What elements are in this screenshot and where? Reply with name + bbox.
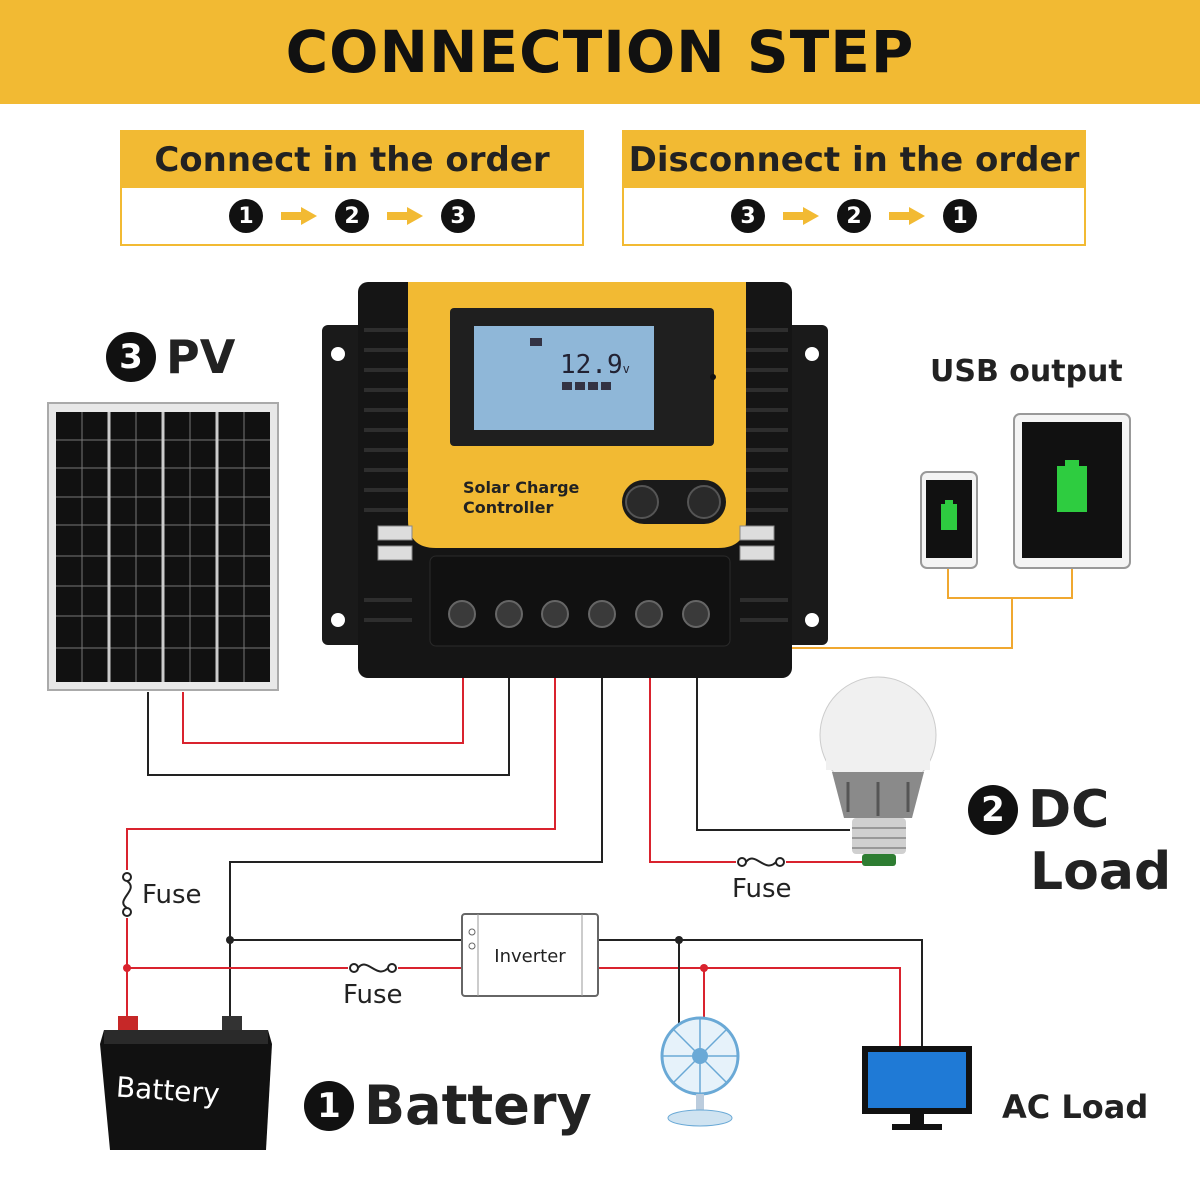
tablet-icon [1013,413,1131,569]
page-title: CONNECTION STEP [285,18,915,86]
usb-output-label: USB output [930,354,1123,389]
dc-load-label-line2: Load [1030,842,1172,902]
connect-order-box: Connect in the order 1 2 3 [120,130,584,246]
lcd-voltage: 12.9v [560,350,630,380]
step-number: 1 [229,199,263,233]
step-number: 2 [837,199,871,233]
step-number: 2 [968,785,1018,835]
inverter-icon [461,913,599,997]
step-number: 3 [106,332,156,382]
dc-load-positive-wire [649,676,868,863]
connect-order-steps: 1 2 3 [122,188,582,244]
step-number: 1 [943,199,977,233]
connect-order-title: Connect in the order [122,132,582,188]
ac-output-black-wire [598,939,923,1048]
ac-output-red-wire [598,967,901,1048]
fan-icon [660,1016,740,1127]
arrow-right-icon [387,207,423,225]
arrow-right-icon [281,207,317,225]
fuse-icon [736,856,786,868]
battery-icon [100,1016,272,1150]
pv-positive-wire [182,676,464,744]
disconnect-order-box: Disconnect in the order 3 2 1 [622,130,1086,246]
solar-panel-icon [47,402,279,691]
arrow-right-icon [783,207,819,225]
header-banner: CONNECTION STEP [0,0,1200,104]
battery-positive-wire [126,676,556,1018]
phone-icon [920,471,978,569]
ac-load-label: AC Load [1002,1088,1149,1126]
controller-label: Solar Charge Controller [463,478,580,517]
disconnect-order-steps: 3 2 1 [624,188,1084,244]
light-bulb-icon [819,676,937,866]
battery-label: 1 Battery [304,1074,592,1137]
charge-controller-icon [322,282,828,678]
step-number: 3 [441,199,475,233]
step-number: 2 [335,199,369,233]
inverter-label: Inverter [494,946,566,967]
pv-negative-wire [147,676,510,776]
step-number: 3 [731,199,765,233]
fuse-icon [121,870,133,918]
monitor-icon [862,1046,972,1130]
dc-fuse-label: Fuse [732,874,792,904]
dc-load-label: 2 DC [968,780,1109,840]
inverter-fuse-label: Fuse [343,980,403,1010]
disconnect-order-title: Disconnect in the order [624,132,1084,188]
dc-load-negative-wire [696,676,850,831]
battery-fuse-label: Fuse [142,880,202,910]
pv-label: 3 PV [106,330,235,384]
step-number: 1 [304,1080,354,1131]
arrow-right-icon [889,207,925,225]
fuse-icon [348,962,398,974]
